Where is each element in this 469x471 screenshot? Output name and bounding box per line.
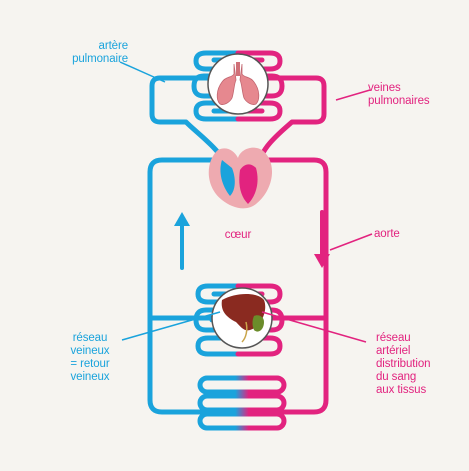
- liver-organ: [212, 288, 272, 348]
- lungs-organ: [208, 54, 268, 114]
- label-pulmonary-artery: artère pulmonaire: [44, 40, 128, 66]
- label-venous-network: réseau veineux = retour veineux: [52, 332, 128, 384]
- label-pulmonary-veins: veines pulmonaires: [368, 82, 464, 108]
- tissue-capillaries: [200, 378, 284, 428]
- label-aorta: aorte: [374, 228, 434, 241]
- label-arterial-network: réseau artériel distribution du sang aux…: [376, 332, 466, 397]
- leader-pulmonary-veins: [336, 90, 370, 100]
- arrow-up-icon: [174, 212, 190, 268]
- label-heart: cœur: [216, 229, 260, 242]
- leader-aorta: [330, 234, 372, 250]
- heart-icon: [209, 148, 272, 209]
